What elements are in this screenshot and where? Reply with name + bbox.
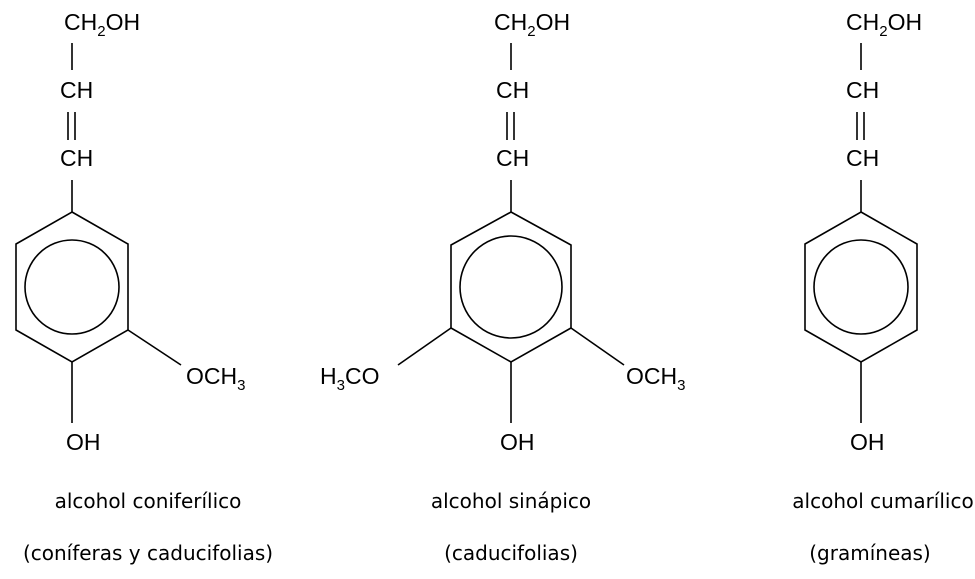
label-och3-right: OCH3 [626,363,685,394]
molecule-source: (caducifolias) [444,541,578,565]
molecule-name: alcohol coniferílico [55,489,242,513]
label-oh-bottom: OH [850,429,885,455]
molecule-coniferyl: CH2OH CH CH OCH3 OH alcohol coniferílico… [15,9,273,565]
molecule-name: alcohol cumarílico [792,489,973,513]
aromatic-circle [459,235,563,339]
label-oh-bottom: OH [66,429,101,455]
aromatic-circle [813,239,909,335]
molecule-source: (gramíneas) [809,541,930,565]
molecule-name: alcohol sinápico [431,489,591,513]
label-ch2oh: CH2OH [846,9,922,40]
single-bond [127,329,182,366]
label-ch-upper: CH [846,77,879,103]
aromatic-circle [24,239,120,335]
label-ch-lower: CH [846,145,879,171]
label-oh-bottom: OH [500,429,535,455]
benzene-ring [15,211,129,363]
label-ch2oh: CH2OH [494,9,570,40]
label-ch-lower: CH [60,145,93,171]
label-ch-upper: CH [496,77,529,103]
molecule-coumaryl: CH2OH CH CH OH alcohol cumarílico (gramí… [792,9,973,565]
molecule-sinapyl: CH2OH CH CH H3CO OCH3 OH alcohol sinápic… [320,9,685,565]
benzene-ring [804,211,918,363]
benzene-ring [450,211,572,363]
label-ch2oh: CH2OH [64,9,140,40]
single-bond [570,327,625,366]
label-och3-right: OCH3 [186,363,245,394]
molecule-source: (coníferas y caducifolias) [23,541,273,565]
label-ch-upper: CH [60,77,93,103]
label-h3co-left: H3CO [320,363,379,394]
single-bond [397,327,452,366]
label-ch-lower: CH [496,145,529,171]
